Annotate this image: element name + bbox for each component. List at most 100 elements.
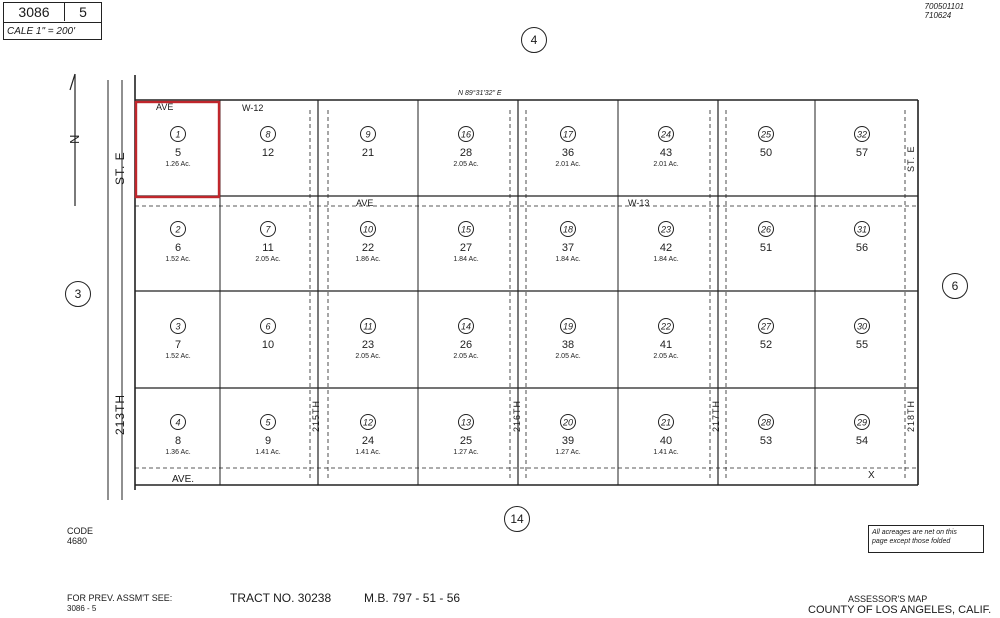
- parcel-circle: [658, 221, 674, 237]
- parcel[interactable]: 261.52 Ac.: [165, 221, 191, 264]
- adjacent-page-east[interactable]: 6: [942, 273, 968, 299]
- lot-acreage: 1.41 Ac.: [255, 449, 280, 456]
- lot-number: 10: [262, 339, 274, 351]
- parcel-circle: [360, 414, 376, 430]
- parcel-circle: [458, 414, 474, 430]
- street-label-218th: 218TH: [906, 399, 916, 432]
- lot-number: 25: [460, 435, 472, 447]
- lot-acreage: 2.05 Ac.: [255, 256, 280, 263]
- parcel[interactable]: 812: [260, 126, 276, 160]
- lot-acreage: 1.27 Ac.: [453, 449, 478, 456]
- lot-number: 24: [362, 435, 374, 447]
- corner-note-1: 700501101: [924, 2, 964, 11]
- adjacent-page-south[interactable]: 14: [504, 506, 530, 532]
- parcel-number: 23: [660, 225, 671, 235]
- lot-acreage: 2.01 Ac.: [555, 161, 580, 168]
- prev-assessment-label: FOR PREV. ASSM'T SEE:: [67, 593, 173, 603]
- lot-number: 54: [856, 435, 868, 447]
- parcel[interactable]: 371.52 Ac.: [165, 318, 191, 361]
- lot-acreage: 1.26 Ac.: [165, 161, 190, 168]
- lot-number: 57: [856, 147, 868, 159]
- parcel[interactable]: 12 24 1.41 Ac.: [355, 414, 381, 457]
- parcel-circle: [170, 221, 186, 237]
- parcel[interactable]: 151.26 Ac.: [165, 126, 191, 169]
- parcel-circle: [458, 221, 474, 237]
- parcel-circle: [458, 126, 474, 142]
- parcel-circle: [658, 318, 674, 334]
- map-book-page-box: 3086 5 CALE 1" = 200': [3, 2, 102, 40]
- parcel[interactable]: 921: [360, 126, 376, 160]
- parcel[interactable]: 610: [260, 318, 276, 352]
- north-arrow-icon: N: [67, 73, 82, 206]
- lot-number: 22: [362, 242, 374, 254]
- page-number: 5: [79, 4, 87, 20]
- lot-number: 55: [856, 339, 868, 351]
- parcel-circle: [560, 318, 576, 334]
- parcel-circle: [170, 414, 186, 430]
- street-label-ave-mid: AVE: [356, 198, 374, 208]
- lot-number: 53: [760, 435, 772, 447]
- parcel-circle: [260, 221, 276, 237]
- lot-number: 5: [175, 147, 181, 159]
- svg-text:N: N: [67, 135, 82, 144]
- street-label-216th: 216TH: [512, 399, 522, 432]
- parcel-number: 24: [660, 130, 671, 140]
- parcel-circle: [560, 414, 576, 430]
- lot-acreage: 1.41 Ac.: [355, 449, 380, 456]
- lot-number: 8: [175, 435, 181, 447]
- street-label-st-e-west: ST. E: [113, 151, 127, 185]
- lot-acreage: 1.36 Ac.: [165, 449, 190, 456]
- parcel-number: 14: [461, 322, 471, 332]
- adjacent-page-north[interactable]: 4: [521, 27, 547, 53]
- tract-number: TRACT NO. 30238: [230, 591, 332, 605]
- street-label-213th: 213TH: [113, 393, 127, 435]
- street-label-ave-north: AVE: [156, 102, 174, 112]
- lot-acreage: 1.84 Ac.: [653, 256, 678, 263]
- lot-number: 56: [856, 242, 868, 254]
- acreage-note: All acreages are net on this page except…: [868, 525, 984, 553]
- parcel-number: 12: [363, 418, 373, 428]
- lot-number: 6: [175, 242, 181, 254]
- lot-number: 23: [362, 339, 374, 351]
- parcel[interactable]: 481.36 Ac.: [165, 414, 191, 457]
- parcel-circle: [560, 221, 576, 237]
- lot-acreage: 2.05 Ac.: [355, 353, 380, 360]
- street-label-st-e-east: ST. E: [906, 145, 916, 172]
- parcel-circle: [758, 221, 774, 237]
- parcel-circle: [854, 126, 870, 142]
- parcel-number: 21: [660, 418, 671, 428]
- lot-number: 41: [660, 339, 672, 351]
- parcel-number: 8: [265, 130, 270, 140]
- parcel-circle: [360, 221, 376, 237]
- bearing-label: N 89°31'32" E: [458, 90, 502, 97]
- parcel[interactable]: 591.41 Ac.: [255, 414, 281, 457]
- adjacent-page-west[interactable]: 3: [65, 281, 91, 307]
- parcel-number: 25: [760, 130, 772, 140]
- street-label-w13: W-13: [628, 198, 650, 208]
